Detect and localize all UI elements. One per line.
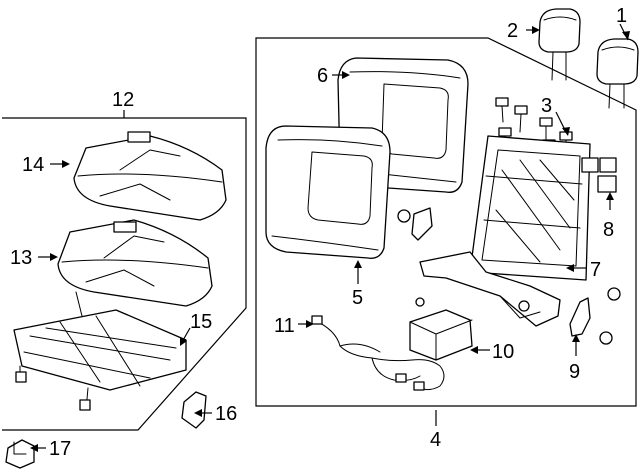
callout-14: 14: [22, 154, 44, 176]
callout-6: 6: [317, 65, 328, 87]
callout-1: 1: [616, 5, 627, 27]
seatback-frame-part-7: [419, 135, 591, 327]
control-module-part-10: [409, 297, 473, 361]
callout-5: 5: [352, 287, 363, 309]
wire-harness-part-11: [311, 315, 445, 391]
callout-13: 13: [10, 247, 32, 269]
bracket-part-17: [5, 439, 35, 469]
callout-16: 16: [215, 403, 237, 425]
callout-17: 17: [49, 438, 71, 460]
headrest-part-1: [596, 38, 639, 109]
callout-10: 10: [492, 341, 514, 363]
callout-15: 15: [190, 311, 212, 333]
headrest-part-2: [538, 8, 581, 81]
bushing-clip-parts: [397, 157, 621, 345]
callout-12: 12: [112, 89, 134, 111]
seat-cushion-part-14: [73, 131, 227, 221]
bracket-part-16: [181, 391, 207, 429]
right-group-frame: [255, 37, 637, 407]
callout-8: 8: [603, 219, 614, 241]
leader-lines: [30, 23, 630, 452]
seat-frame-part-15: [13, 291, 187, 411]
callout-3: 3: [541, 95, 552, 117]
seat-cushion-part-13: [57, 219, 213, 307]
callout-4: 4: [430, 429, 441, 451]
callout-7: 7: [590, 259, 601, 281]
left-group-frame: [2, 117, 247, 431]
hinge-cover-part-9: [569, 297, 591, 337]
seatback-cushion-part-5: [265, 125, 391, 259]
callout-2: 2: [507, 20, 518, 42]
callout-11: 11: [274, 315, 295, 337]
callout-9: 9: [569, 361, 580, 383]
